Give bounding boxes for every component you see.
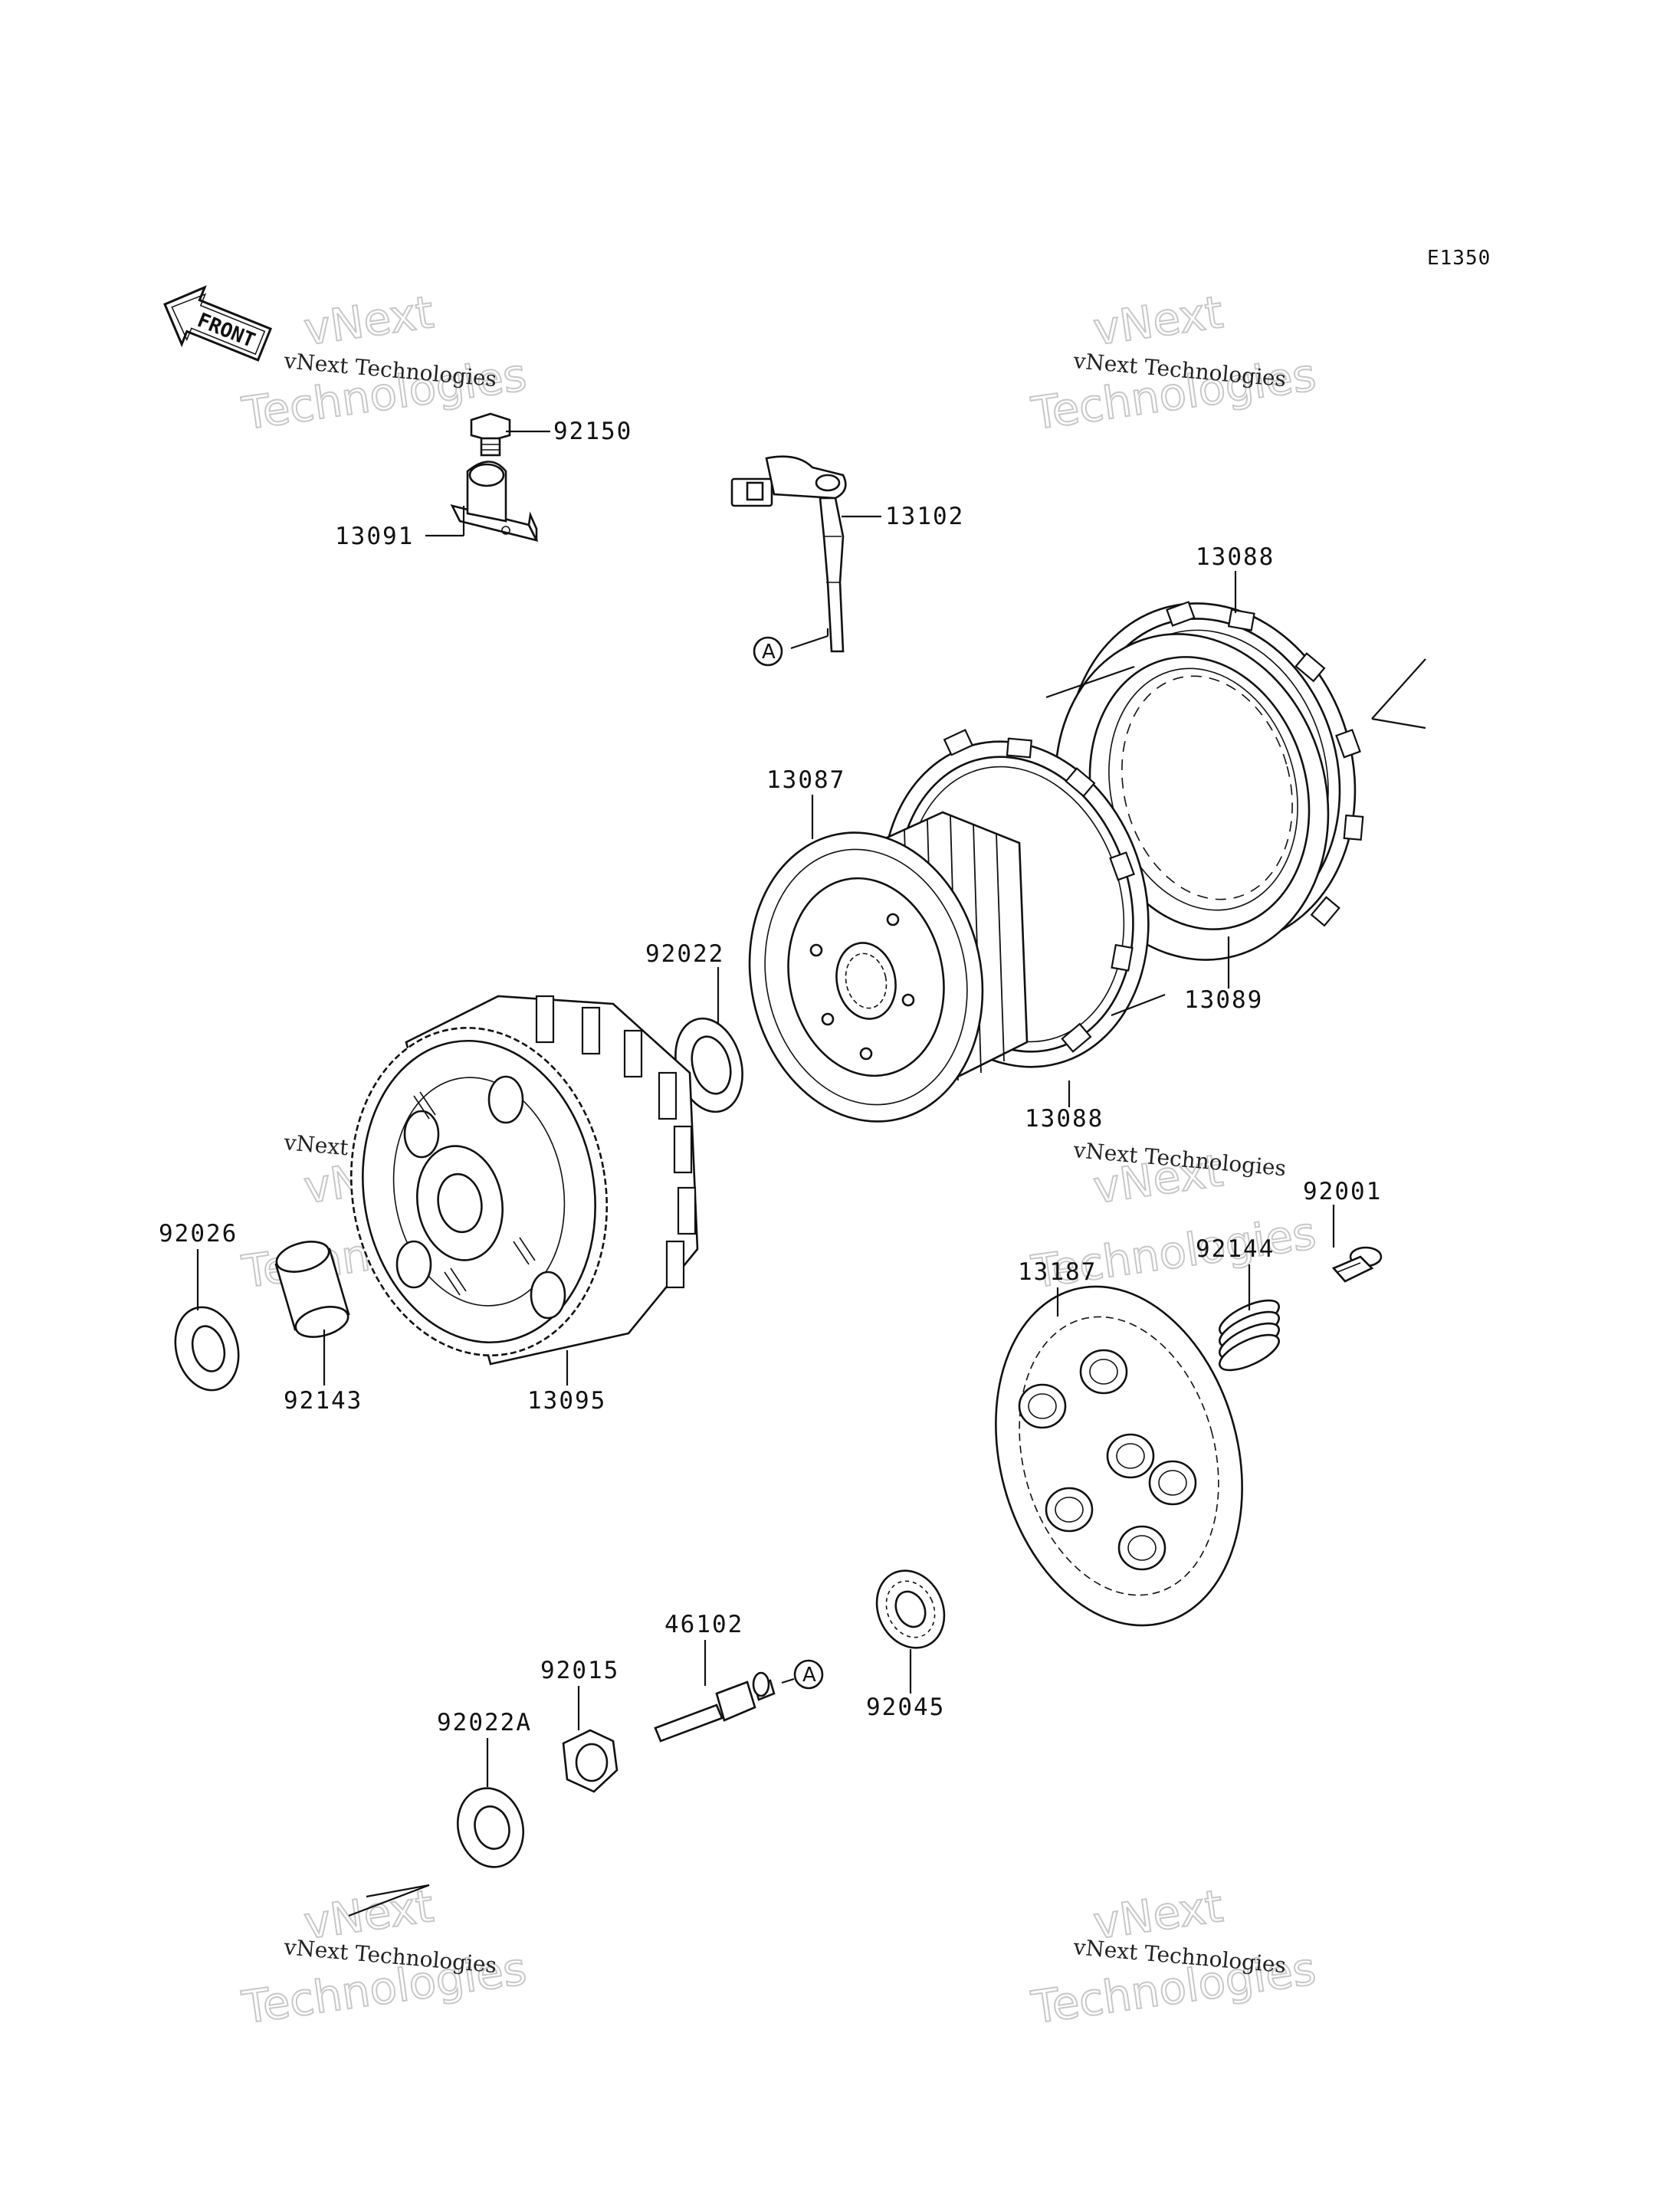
push-rod-46102-drawing (654, 1671, 776, 1743)
clutch-hub-13087-drawing (748, 811, 1029, 1123)
part-label: 92045 (866, 1694, 945, 1721)
part-label: 92001 (1303, 1178, 1382, 1205)
bearing-92045-drawing (875, 1569, 946, 1649)
part-label: 92015 (540, 1657, 619, 1684)
part-label: 13102 (885, 503, 964, 530)
washer-92022-drawing (674, 1017, 743, 1113)
watermark-top-right: vNext Technologies vNext Technologies (1027, 285, 1319, 441)
part-label: 13088 (1196, 543, 1275, 571)
leader-lines (196, 430, 1426, 1917)
watermark-big-top: vNext (300, 286, 436, 356)
nut-92015-drawing (562, 1729, 619, 1793)
watermark-bottom-right: vNext Technologies vNext Technologies (1027, 1879, 1319, 2035)
part-label: 13088 (1025, 1105, 1104, 1133)
bolt-92001-drawing (1331, 1246, 1383, 1283)
part-label: 13187 (1018, 1258, 1097, 1286)
washer-92022A-drawing (456, 1787, 525, 1868)
lever-13102-drawing (730, 455, 847, 653)
front-arrow-icon: FRONT (163, 285, 273, 362)
collar-92143-drawing (274, 1241, 350, 1338)
diagram-code: E1350 (1427, 247, 1491, 270)
part-label: 13089 (1184, 986, 1263, 1014)
callout-a-lower: A (793, 1659, 824, 1690)
spring-92144-drawing (1219, 1299, 1280, 1372)
part-label: 92026 (159, 1220, 238, 1248)
part-label: 13087 (766, 766, 845, 794)
part-label: 13091 (335, 523, 414, 550)
bracket-13091-drawing (450, 461, 539, 542)
part-label: 92022 (645, 940, 724, 968)
callout-a-upper-letter: A (762, 641, 776, 664)
watermark-big-top: vNext (1090, 286, 1226, 356)
callout-a-lower-letter: A (802, 1664, 816, 1687)
washer-92026-drawing (174, 1306, 240, 1392)
part-label: 92144 (1196, 1235, 1275, 1263)
part-label: 13095 (527, 1387, 606, 1415)
clutch-housing-13095-drawing (349, 995, 699, 1366)
part-label: 46102 (664, 1611, 743, 1638)
part-label: 92143 (284, 1387, 363, 1415)
pressure-plate-13187-drawing (995, 1285, 1243, 1627)
part-label: 92150 (553, 418, 632, 445)
callout-a-upper: A (753, 636, 783, 667)
part-label: 92022A (437, 1709, 532, 1736)
bolt-92150-drawing (470, 412, 511, 457)
